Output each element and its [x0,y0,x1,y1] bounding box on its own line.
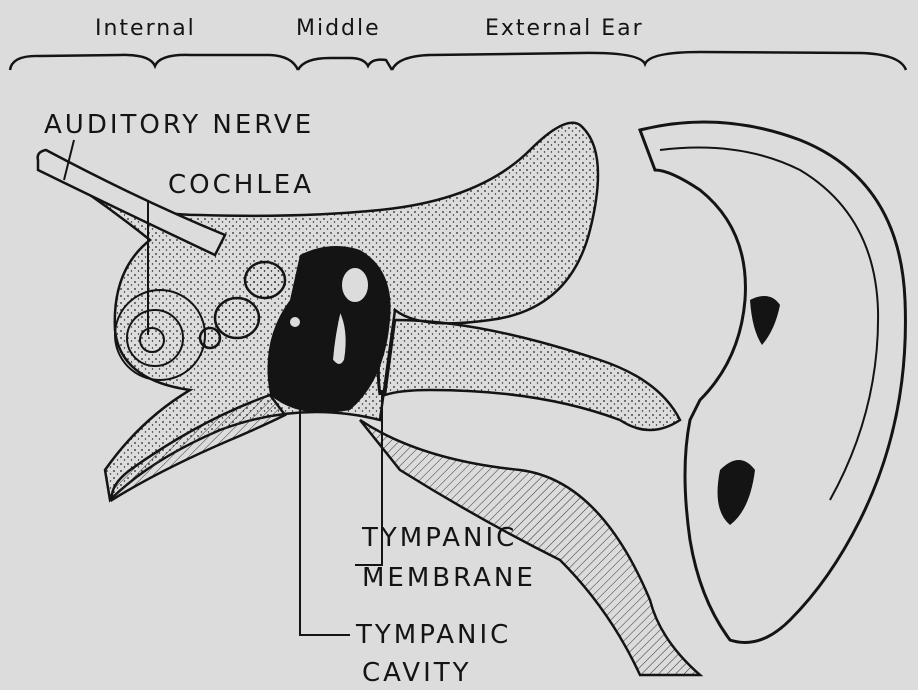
pinna [640,122,905,643]
label-internal: Internal [95,16,196,41]
earlobe-dark [718,460,755,525]
label-tympanic-cavity-line2: CAVITY [362,658,472,688]
bracket-middle [298,58,392,70]
bracket-internal [10,55,298,70]
label-tympanic-cavity-line1: TYMPANIC [356,620,511,650]
label-middle: Middle [296,16,381,41]
bracket-external [392,52,906,70]
auditory-nerve-shape [38,150,225,255]
label-tympanic-membrane-line2: MEMBRANE [362,563,536,593]
pointer-tympanic-cavity [300,410,350,635]
ear-canal [385,320,680,430]
label-auditory-nerve: AUDITORY NERVE [44,110,314,140]
concha-hole [750,296,780,345]
label-tympanic-membrane-line1: TYMPANIC [362,523,517,553]
label-cochlea: COCHLEA [168,170,314,200]
label-external-ear: External Ear [485,16,644,41]
